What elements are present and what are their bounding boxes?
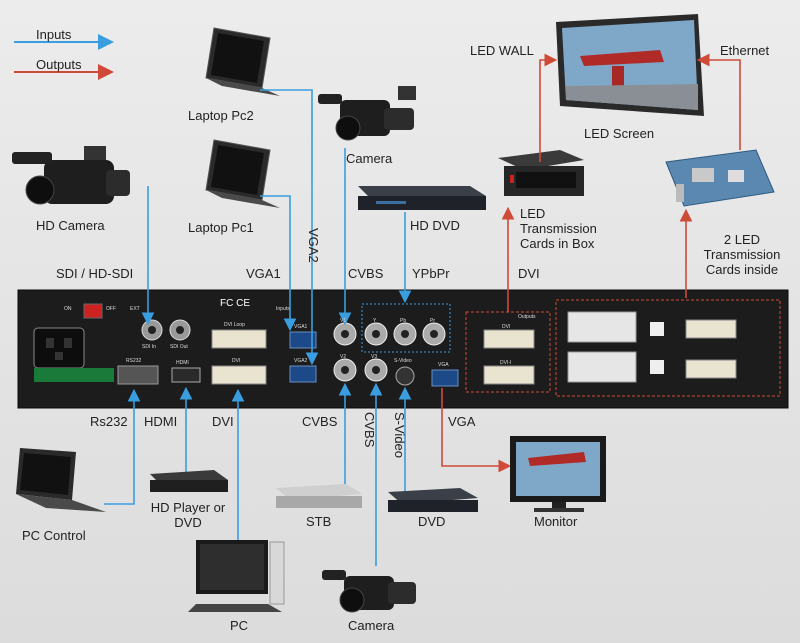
panel-hdmi: HDMI	[176, 360, 189, 366]
panel-on: ON	[64, 306, 72, 312]
vga1-label: VGA1	[246, 266, 281, 281]
dvi-out-label: DVI	[518, 266, 540, 281]
pc-label: PC	[230, 618, 249, 633]
led-cards-icon	[665, 149, 775, 207]
hd-player-icon	[150, 470, 228, 492]
led-transmission-box-icon	[498, 150, 584, 196]
panel-dvi-loop: DVI Loop	[224, 322, 245, 328]
camera-bottom-icon	[322, 570, 416, 613]
hd-camera-icon	[12, 146, 130, 205]
cvbs-b2-label: CVBS	[362, 412, 377, 448]
vga-out-label: VGA	[448, 414, 476, 429]
sdi-label: SDI / HD-SDI	[56, 266, 134, 281]
hd-dvd-label: HD DVD	[410, 218, 460, 233]
monitor-icon	[510, 436, 606, 512]
stb-icon	[276, 484, 362, 508]
vga2-label: VGA2	[306, 228, 321, 263]
svideo-label: S-Video	[392, 412, 407, 459]
panel-pb: Pb	[400, 318, 407, 324]
camera-bottom-label: Camera	[348, 618, 395, 633]
laptop-pc2-icon	[205, 27, 280, 96]
panel-ext: EXT	[130, 306, 140, 312]
cvbs-top-label: CVBS	[348, 266, 384, 281]
panel-off: OFF	[106, 306, 116, 312]
led-box-label: LED Transmission Cards in Box	[520, 206, 597, 251]
led-inside-label: 2 LED Transmission Cards inside	[703, 232, 781, 277]
panel-dvi-i: DVI-I	[500, 360, 512, 366]
laptop-pc1-label: Laptop Pc1	[188, 220, 254, 235]
cable-led-wall	[539, 53, 558, 162]
camera-top-label: Camera	[346, 151, 393, 166]
panel-fc-ce: FC CE	[220, 298, 250, 309]
stb-label: STB	[306, 514, 332, 529]
panel-sdi-in: SDI In	[142, 344, 156, 350]
monitor-label: Monitor	[534, 514, 578, 529]
panel-v3: V3	[371, 354, 378, 360]
panel-dvi: DVI	[502, 324, 511, 330]
cable-rs232	[104, 388, 141, 505]
cable-vga1	[260, 195, 297, 332]
panel-sdi-out: SDI Out	[170, 344, 188, 350]
panel-inputs-tag: Inputs	[276, 306, 290, 312]
dvd-icon	[388, 488, 478, 512]
cable-vga-monitor	[441, 388, 512, 473]
pc-icon	[188, 540, 285, 612]
cable-ethernet	[696, 53, 741, 150]
panel-svideo: S-Video	[394, 358, 412, 364]
panel-pr: Pr	[430, 318, 435, 324]
panel-y: Y	[373, 318, 377, 324]
panel-vga: VGA	[438, 362, 449, 368]
dvd-label: DVD	[418, 514, 446, 529]
panel-v1: V1	[340, 318, 347, 324]
legend-inputs-label: Inputs	[36, 27, 72, 42]
ethernet-label: Ethernet	[720, 43, 770, 58]
ypbpr-label: YPbPr	[412, 266, 450, 281]
led-screen-icon	[556, 14, 704, 116]
panel-vga2: VGA2	[294, 358, 308, 364]
led-wall-label: LED WALL	[470, 43, 534, 58]
led-screen-label: LED Screen	[584, 126, 655, 141]
pc-control-label: PC Control	[22, 528, 86, 543]
hdmi-label: HDMI	[144, 414, 178, 429]
cvbs-b1-label: CVBS	[302, 414, 338, 429]
panel-vga1: VGA1	[294, 324, 308, 330]
hd-dvd-icon	[358, 186, 486, 210]
camera-top-icon	[318, 86, 416, 141]
hd-player-label: HD Player or DVD	[150, 500, 226, 530]
hd-camera-label: HD Camera	[36, 218, 105, 233]
panel-rs232: RS232	[126, 358, 142, 364]
cable-vga2	[260, 89, 319, 366]
panel-outputs-tag: Outputs	[518, 314, 536, 320]
laptop-pc2-label: Laptop Pc2	[188, 108, 254, 123]
rs232-label: Rs232	[90, 414, 128, 429]
dvi-in-label: DVI	[212, 414, 234, 429]
panel-dvi-in: DVI	[232, 358, 241, 364]
panel-v2: V2	[340, 354, 347, 360]
legend-outputs-label: Outputs	[36, 57, 82, 72]
pc-control-laptop-icon	[16, 448, 106, 512]
laptop-pc1-icon	[205, 139, 280, 208]
